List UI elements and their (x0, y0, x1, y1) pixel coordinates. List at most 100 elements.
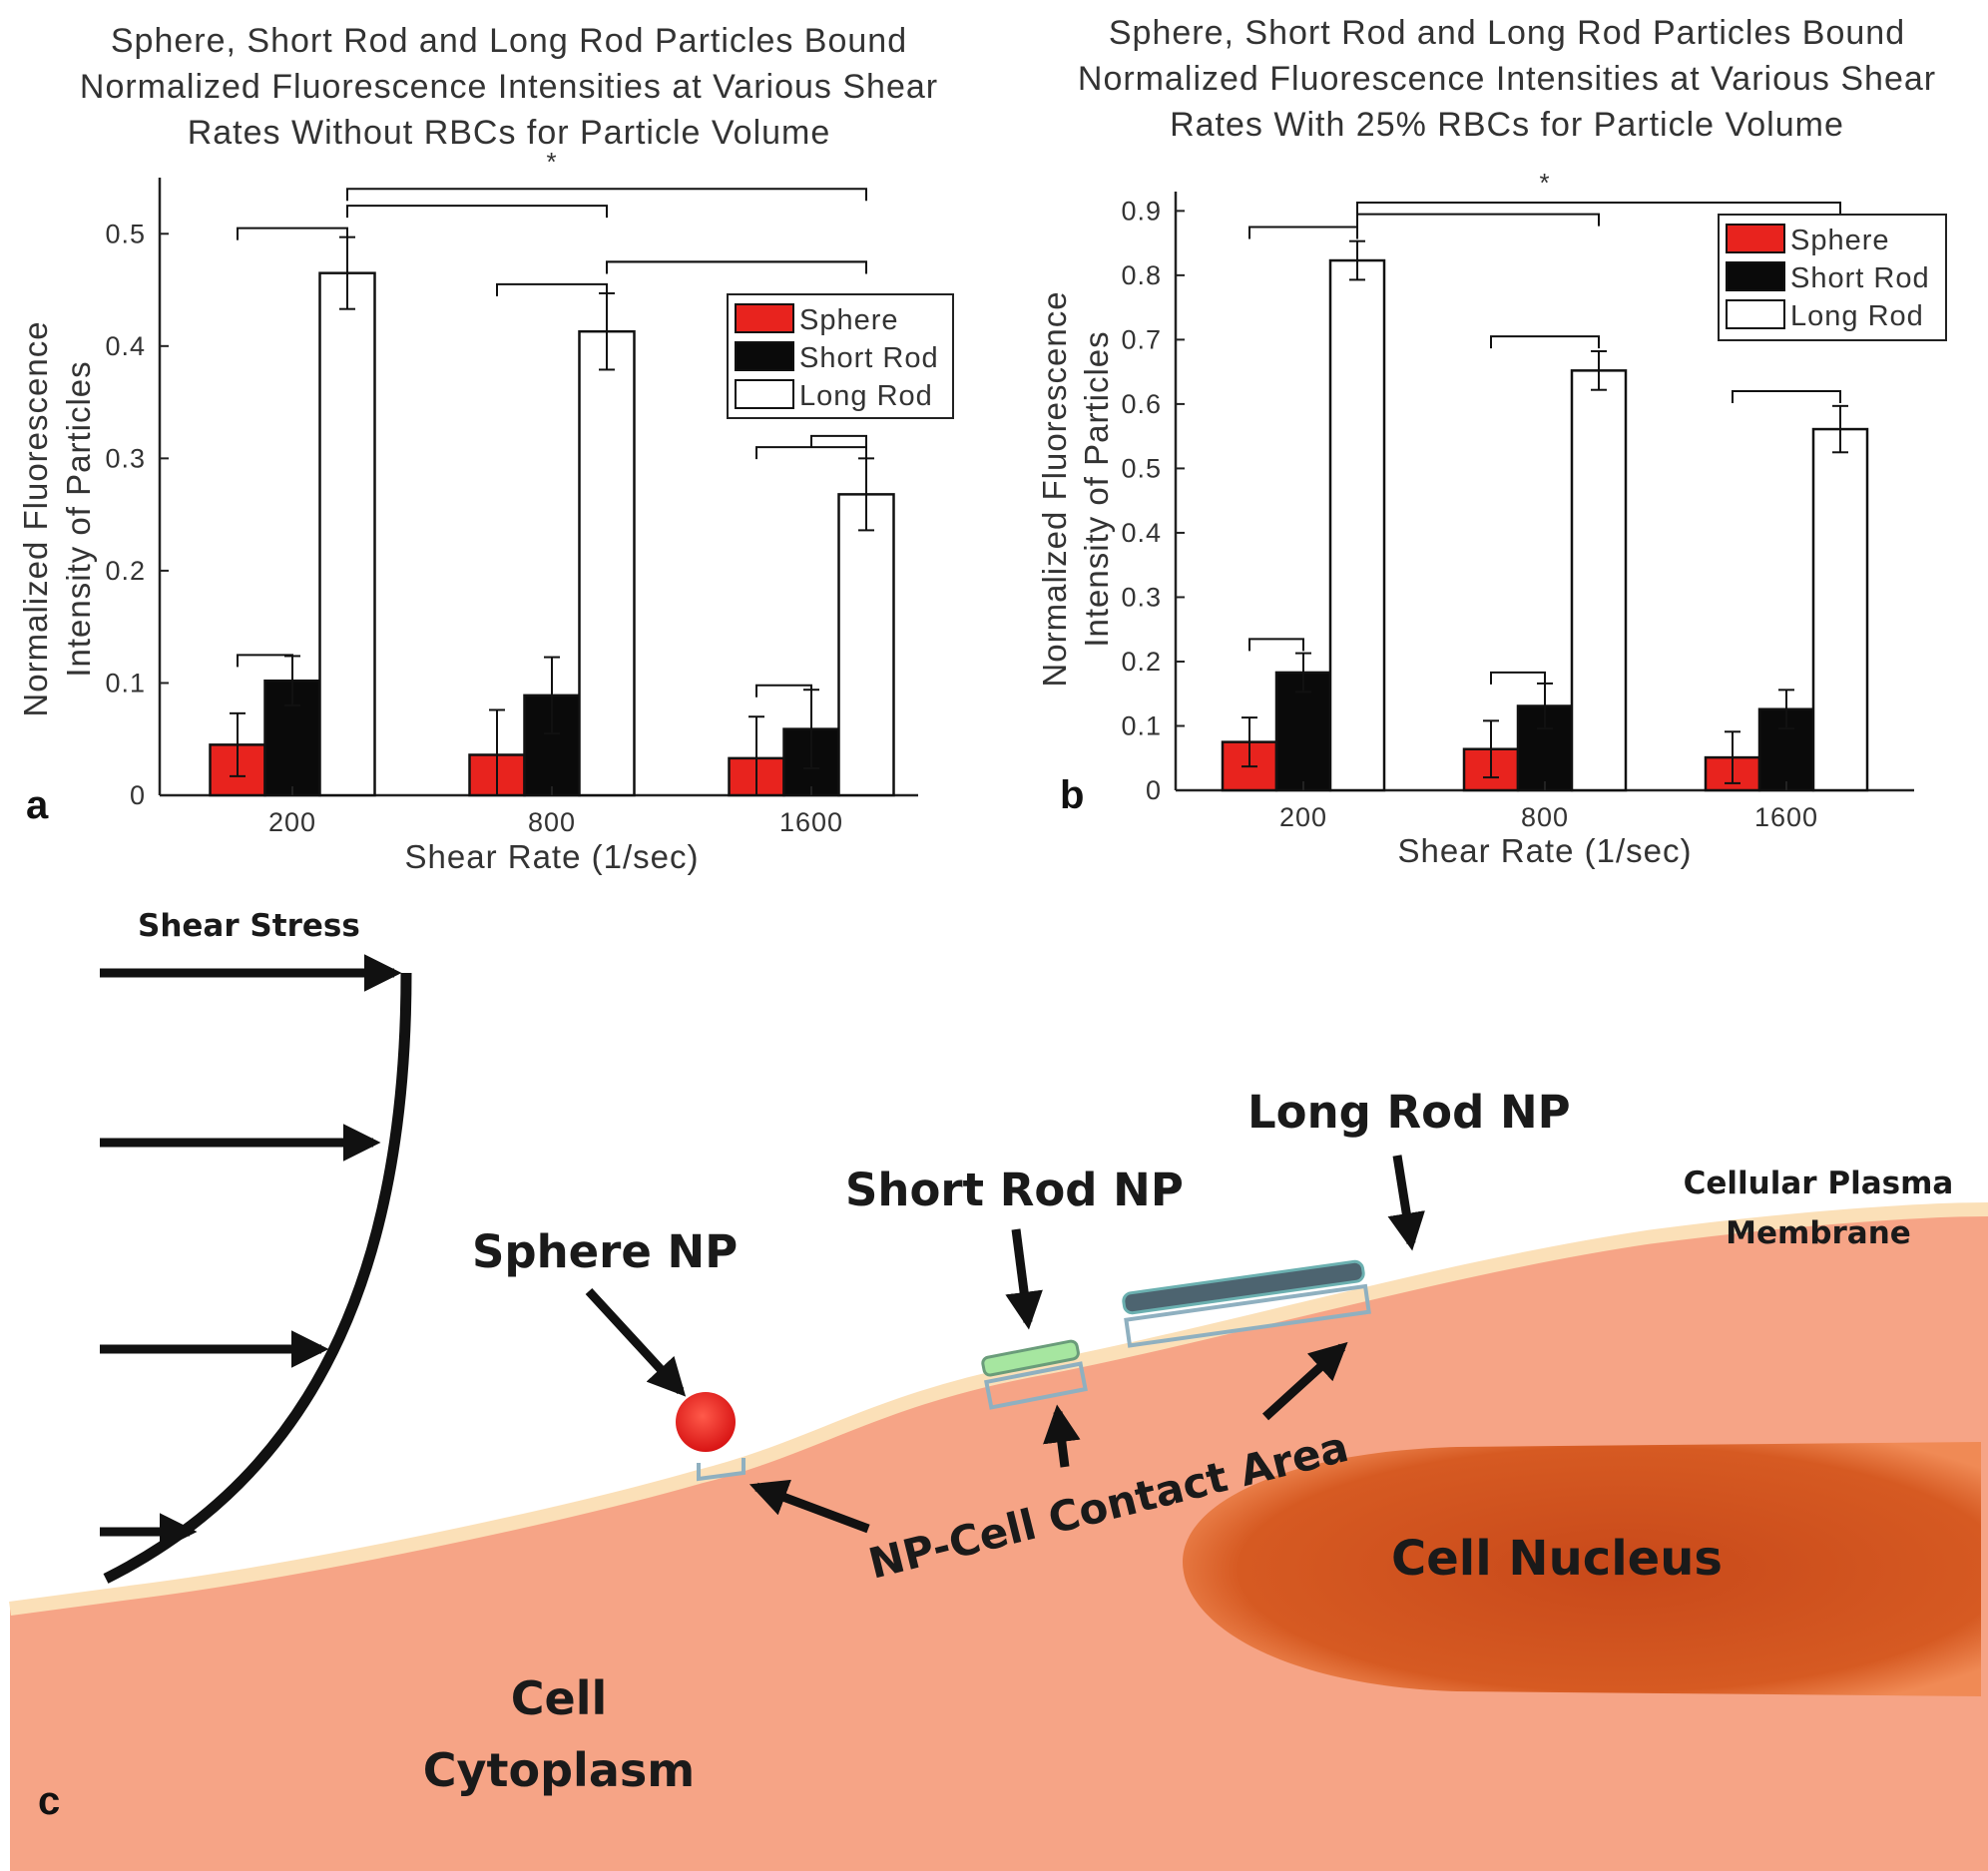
chart-a-y-ticks: 0 0.1 0.2 0.3 0.4 0.5 (105, 219, 169, 810)
significance-bracket (237, 227, 348, 240)
x-tick-label: 200 (268, 807, 316, 837)
significance-bracket (237, 654, 293, 668)
significance-bracket (1490, 335, 1600, 349)
y-tick-label: 0.5 (1121, 453, 1162, 483)
legend-swatch (735, 303, 794, 333)
y-tick-label: 0.2 (1121, 647, 1162, 677)
x-tick-label: 200 (1279, 802, 1327, 832)
membrane-label-line-1: Cellular Plasma (1684, 1166, 1954, 1201)
cytoplasm-label-line-1: Cell (511, 1671, 608, 1725)
chart-a-y-label-line-1: Normalized Fluorescence (17, 320, 54, 716)
chart-b-y-label-line-2: Intensity of Particles (1078, 330, 1115, 647)
chart-b-x-label: Shear Rate (1/sec) (1398, 832, 1693, 869)
x-tick-label: 800 (1521, 802, 1569, 832)
significance-bracket (810, 434, 867, 448)
chart-b-title-line-3: Rates With 25% RBCs for Particle Volume (1170, 106, 1844, 144)
legend-label: Sphere (1790, 225, 1890, 256)
diagram-c: Shear Stress Sphere NP Short Rod NP Long… (9, 908, 1988, 1871)
y-tick-label: 0.2 (105, 556, 146, 586)
legend-swatch (1726, 261, 1785, 291)
cell-nucleus-label: Cell Nucleus (1391, 1531, 1723, 1587)
long-rod-np-label: Long Rod NP (1247, 1086, 1571, 1139)
x-tick-label: 800 (528, 807, 576, 837)
significance-star: * (1539, 168, 1550, 198)
panel-label-a: a (26, 783, 49, 827)
bar-long-rod (318, 271, 376, 797)
y-tick-label: 0.4 (105, 331, 146, 361)
chart-a-y-label-line-2: Intensity of Particles (60, 360, 97, 677)
y-tick-label: 0 (1146, 775, 1162, 805)
y-tick-label: 0.1 (105, 668, 146, 698)
chart-a-significance-brackets: * (237, 147, 867, 698)
long-rod-contact-area (1124, 1283, 1371, 1348)
velocity-profile-curve (103, 972, 412, 1584)
plasma-membrane-edge (9, 1202, 1988, 1616)
y-tick-label: 0.1 (1121, 710, 1162, 740)
y-tick-label: 0.6 (1121, 389, 1162, 419)
panel-label-c: c (38, 1779, 60, 1823)
significance-bracket (1490, 671, 1546, 685)
chart-a-bars (209, 235, 895, 797)
y-tick-label: 0.5 (105, 219, 146, 248)
y-tick-label: 0.3 (1121, 582, 1162, 612)
long-rod-np-arrow (1387, 1155, 1425, 1251)
bar-long-rod (578, 329, 636, 797)
chart-a: Sphere, Short Rod and Long Rod Particles… (17, 22, 954, 875)
y-tick-label: 0.7 (1121, 324, 1162, 354)
bar-long-rod (1570, 369, 1628, 792)
long-rod-np (1122, 1259, 1365, 1315)
significance-star: * (546, 147, 557, 177)
shear-stress-label: Shear Stress (138, 908, 360, 944)
significance-bracket (755, 446, 867, 460)
y-tick-label: 0.9 (1121, 196, 1162, 226)
legend-swatch (735, 341, 794, 371)
legend-label: Long Rod (799, 380, 933, 412)
legend-label: Short Rod (799, 342, 939, 374)
bar-long-rod (1811, 427, 1869, 792)
short-rod-np (981, 1339, 1080, 1377)
chart-b-y-ticks: 0 0.1 0.2 0.3 0.4 0.5 0.6 0.7 0.8 0.9 (1121, 196, 1185, 805)
sphere-np (676, 1392, 736, 1452)
y-tick-label: 0.4 (1121, 518, 1162, 548)
sphere-np-label: Sphere NP (472, 1225, 738, 1278)
bar-long-rod (837, 493, 895, 797)
legend-label: Long Rod (1790, 300, 1924, 332)
chart-b-y-label-line-1: Normalized Fluorescence (1036, 290, 1073, 687)
chart-b: Sphere, Short Rod and Long Rod Particles… (1036, 14, 1947, 869)
y-tick-label: 0.8 (1121, 260, 1162, 290)
significance-bracket (755, 684, 812, 698)
significance-bracket (1248, 638, 1304, 652)
x-tick-label: 1600 (779, 807, 843, 837)
chart-b-title-line-1: Sphere, Short Rod and Long Rod Particles… (1109, 14, 1905, 52)
bar-long-rod (1328, 258, 1386, 792)
chart-a-x-ticks: 200 800 1600 (268, 786, 843, 837)
significance-bracket (346, 205, 608, 219)
significance-bracket (1356, 201, 1841, 215)
chart-a-title-line-2: Normalized Fluorescence Intensities at V… (80, 68, 938, 106)
chart-a-title-line-1: Sphere, Short Rod and Long Rod Particles… (111, 22, 907, 60)
cytoplasm-label-line-2: Cytoplasm (423, 1743, 695, 1797)
short-rod-contact-area (984, 1361, 1088, 1410)
chart-b-significance-brackets: * (1248, 168, 1841, 685)
chart-a-x-label: Shear Rate (1/sec) (405, 838, 700, 875)
chart-b-title-line-2: Normalized Fluorescence Intensities at V… (1078, 60, 1936, 98)
y-tick-label: 0.3 (105, 443, 146, 473)
panel-label-b: b (1060, 773, 1084, 817)
significance-bracket (606, 260, 867, 274)
contact-arrow-short-rod (1043, 1404, 1081, 1468)
sphere-np-arrow (585, 1287, 687, 1397)
short-rod-group (981, 1339, 1088, 1410)
x-tick-label: 1600 (1754, 802, 1818, 832)
significance-bracket (1732, 390, 1841, 403)
significance-bracket (1248, 226, 1358, 239)
long-rod-group (1122, 1259, 1371, 1348)
chart-b-bars (1221, 239, 1869, 792)
y-tick-label: 0 (130, 780, 146, 810)
chart-b-x-ticks: 200 800 1600 (1279, 781, 1818, 832)
legend-label: Sphere (799, 304, 899, 336)
significance-bracket (496, 282, 608, 296)
contact-arrow-sphere (748, 1479, 870, 1534)
